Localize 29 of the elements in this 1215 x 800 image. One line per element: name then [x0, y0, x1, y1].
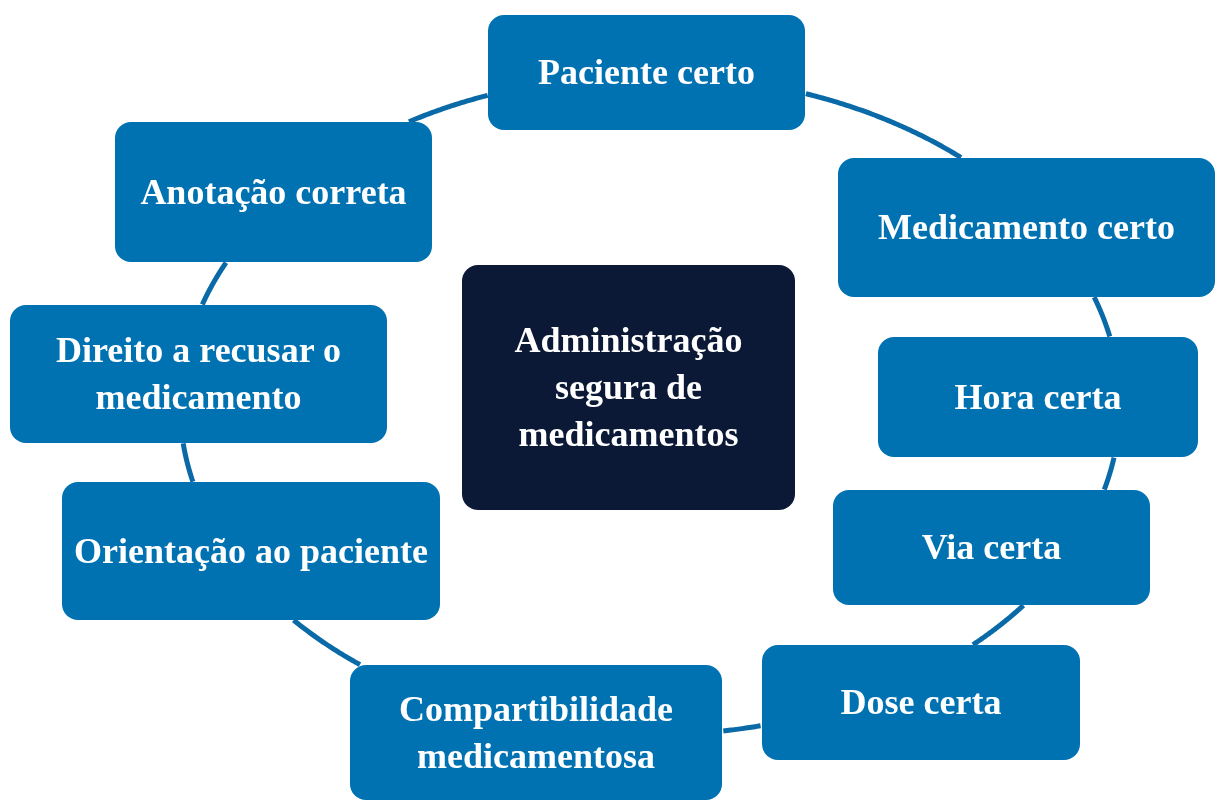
- box-label: Dose certa: [840, 681, 1002, 725]
- topic-box: [350, 665, 722, 800]
- box-label: Medicamento certo: [878, 206, 1175, 250]
- topic-box: [488, 15, 805, 130]
- central-topic-box: [462, 265, 795, 510]
- connector-arc: [408, 92, 489, 124]
- box-label: Via certa: [921, 526, 1062, 570]
- box-label: Compartibilidade medicamentosa: [398, 687, 674, 778]
- connector-arc: [180, 441, 196, 484]
- connector-arc: [971, 603, 1026, 647]
- topic-box: [838, 158, 1215, 297]
- topic-box: [10, 305, 387, 443]
- connector-arc: [200, 261, 229, 307]
- box-label: Anotação correta: [140, 170, 407, 214]
- connector-arc: [1101, 456, 1117, 492]
- box-label: Orientação ao paciente: [74, 529, 428, 573]
- box-label: Direito a recusar o medicamento: [55, 329, 342, 419]
- connector-arc: [1091, 295, 1113, 339]
- topic-box: [762, 645, 1080, 760]
- connector-arc: [805, 91, 963, 160]
- box-label: Paciente certo: [538, 51, 755, 95]
- topic-box: [115, 122, 432, 262]
- topic-box: [878, 337, 1198, 457]
- box-label: Hora certa: [954, 375, 1122, 419]
- topic-box: [62, 482, 440, 620]
- topic-box: [833, 490, 1150, 605]
- connector-arc: [292, 618, 362, 667]
- connector-arc: [722, 723, 762, 734]
- box-label: Administração segura de medicamentos: [513, 319, 744, 456]
